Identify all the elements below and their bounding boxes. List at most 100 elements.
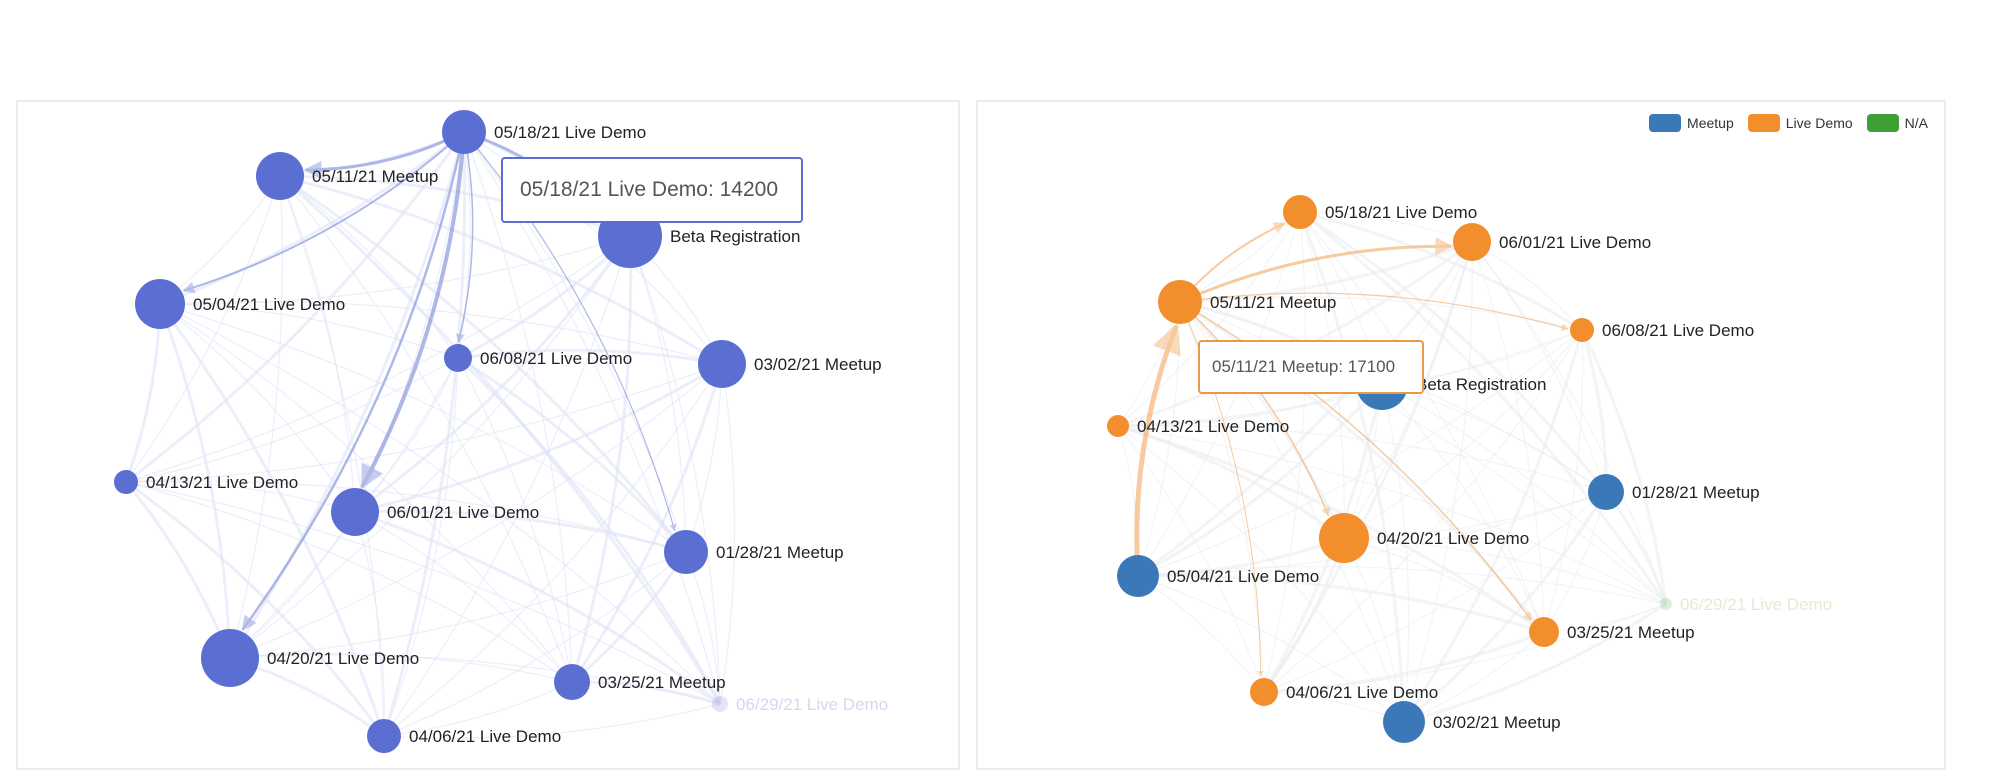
graph-node[interactable]: 03/25/21 Meetup [554, 664, 726, 700]
graph-node[interactable]: 04/13/21 Live Demo [114, 470, 298, 494]
graph-node[interactable]: 03/25/21 Meetup [1529, 617, 1695, 647]
node-circle[interactable] [1319, 513, 1369, 563]
edge-link [463, 131, 573, 683]
edge-link [159, 300, 723, 365]
edge-link [1299, 211, 1545, 633]
node-circle[interactable] [1283, 195, 1317, 229]
edge-link [457, 131, 471, 359]
edge-link [228, 131, 466, 659]
node-circle[interactable] [201, 629, 259, 687]
edge-link [1299, 210, 1608, 493]
node-circle[interactable] [1117, 555, 1159, 597]
edge-link [354, 509, 687, 554]
node-circle[interactable] [664, 530, 708, 574]
edge-highlight [1179, 292, 1569, 331]
graph-node[interactable]: 06/29/21 Live Demo [712, 695, 888, 714]
edge-link [1343, 329, 1583, 539]
edge-link [1137, 491, 1607, 577]
node-circle[interactable] [712, 696, 728, 712]
edge-link [159, 303, 356, 513]
node-circle[interactable] [1570, 318, 1594, 342]
node-label: 03/25/21 Meetup [598, 673, 726, 692]
legend-item-na[interactable]: N/A [1866, 114, 1928, 132]
node-circle[interactable] [1383, 701, 1425, 743]
edge-link [1343, 537, 1545, 633]
node-circle[interactable] [444, 344, 472, 372]
edge-link [1137, 565, 1667, 605]
node-circle[interactable] [698, 340, 746, 388]
graph-node[interactable]: 03/02/21 Meetup [1383, 701, 1561, 743]
graph-node[interactable]: 04/20/21 Live Demo [1319, 513, 1529, 563]
node-label: 06/01/21 Live Demo [387, 503, 539, 522]
edge-link [1179, 301, 1667, 605]
node-circle[interactable] [331, 488, 379, 536]
graph-node[interactable]: 06/29/21 Live Demo [1660, 595, 1832, 614]
node-label: 05/18/21 Live Demo [1325, 203, 1477, 222]
node-circle[interactable] [114, 470, 138, 494]
node-circle[interactable] [442, 110, 486, 154]
edge-link [383, 363, 723, 737]
graph-node[interactable]: 05/04/21 Live Demo [135, 279, 345, 329]
node-circle[interactable] [135, 279, 185, 329]
graph-node[interactable]: 06/08/21 Live Demo [1570, 318, 1754, 342]
graph-node[interactable]: 01/28/21 Meetup [1588, 474, 1760, 510]
edge-highlight [182, 131, 465, 294]
edge-link [383, 703, 721, 739]
edge-link [383, 235, 631, 737]
edge-link [159, 235, 631, 305]
graph-node[interactable]: 05/11/21 Meetup [1158, 280, 1336, 324]
legend: Meetup Live Demo N/A [1649, 114, 1928, 132]
node-circle[interactable] [1588, 474, 1624, 510]
node-label: 04/20/21 Live Demo [267, 649, 419, 668]
graph-node[interactable]: 04/06/21 Live Demo [367, 719, 561, 753]
edge-link [1299, 210, 1668, 605]
edge-link [125, 363, 723, 483]
edge-link [1117, 424, 1545, 634]
graph-node[interactable]: 04/20/21 Live Demo [201, 629, 419, 687]
node-label: 06/08/21 Live Demo [480, 349, 632, 368]
graph-node[interactable]: 04/06/21 Live Demo [1250, 678, 1438, 706]
node-circle[interactable] [1453, 223, 1491, 261]
edge-link [1137, 329, 1583, 577]
node-circle[interactable] [1250, 678, 1278, 706]
legend-item-live-demo[interactable]: Live Demo [1747, 114, 1853, 132]
edge-link [1403, 602, 1667, 724]
graph-node[interactable]: 06/01/21 Live Demo [1453, 223, 1651, 261]
edge-highlight [1179, 301, 1330, 517]
edge-link [1381, 383, 1545, 633]
graph-node[interactable]: 01/28/21 Meetup [664, 530, 844, 574]
node-circle[interactable] [1158, 280, 1202, 324]
node-circle[interactable] [554, 664, 590, 700]
graph-node[interactable]: 06/01/21 Live Demo [331, 488, 539, 536]
edge-link [1137, 574, 1545, 634]
edge-link [1117, 425, 1405, 723]
node-circle[interactable] [1660, 598, 1672, 610]
graph-node[interactable]: 04/13/21 Live Demo [1107, 415, 1289, 437]
edge-link [1137, 241, 1474, 578]
edge-link [457, 348, 723, 366]
edge-link [124, 303, 162, 483]
legend-item-meetup[interactable]: Meetup [1649, 114, 1734, 132]
node-circle[interactable] [1107, 415, 1129, 437]
edge-link [570, 363, 724, 683]
edge-link [1403, 491, 1608, 724]
graph-node[interactable]: 03/02/21 Meetup [698, 340, 882, 388]
edge-highlight [455, 131, 474, 343]
graph-node[interactable]: 05/04/21 Live Demo [1117, 555, 1319, 597]
node-circle[interactable] [1529, 617, 1559, 647]
node-label: 03/25/21 Meetup [1567, 623, 1695, 642]
edge-link [125, 175, 281, 483]
graph-node[interactable]: 06/08/21 Live Demo [444, 344, 632, 372]
node-circle[interactable] [367, 719, 401, 753]
edge-link [159, 175, 281, 305]
graph-node[interactable]: 05/18/21 Live Demo [1283, 195, 1477, 229]
graph-node[interactable]: 05/11/21 Meetup [256, 152, 438, 200]
legend-swatch-meetup [1649, 114, 1682, 132]
node-circle[interactable] [256, 152, 304, 200]
node-label: Beta Registration [1416, 375, 1546, 394]
graph-node[interactable]: 05/18/21 Live Demo [442, 110, 646, 154]
